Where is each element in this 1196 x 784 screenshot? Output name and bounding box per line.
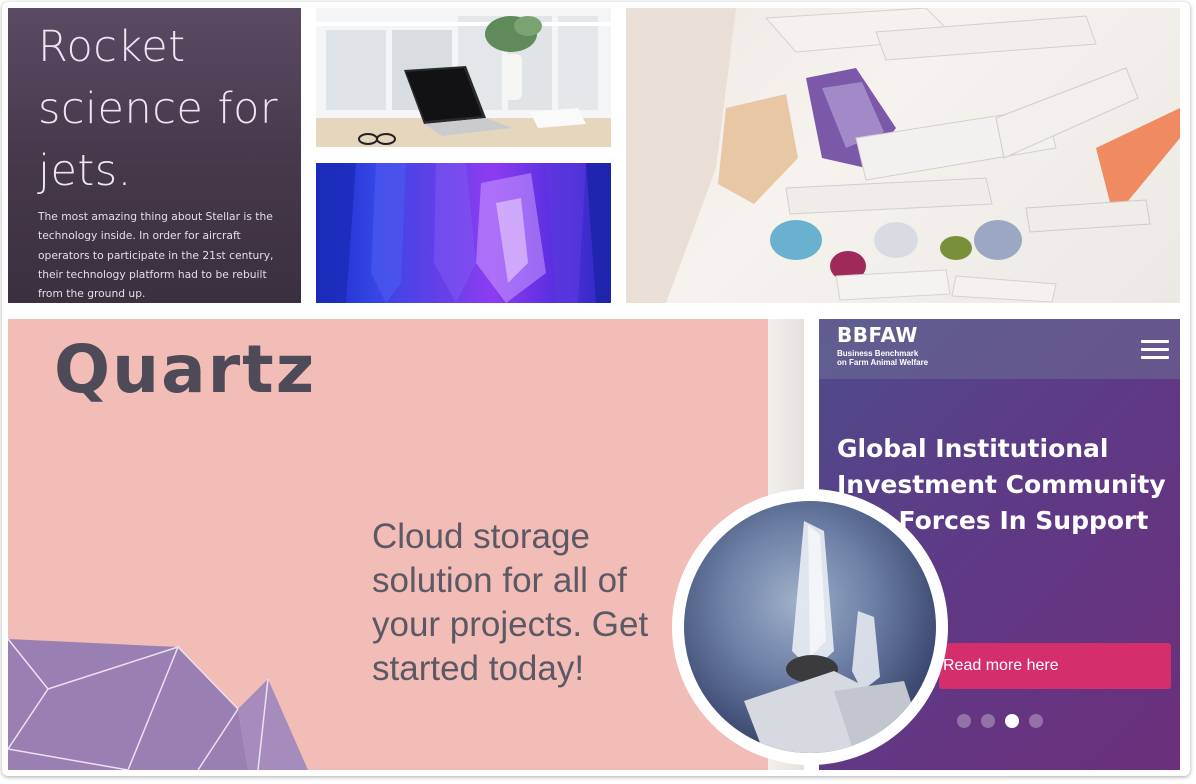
stellar-tile: Rocket science for jets. The most amazin…	[8, 8, 301, 303]
menu-icon[interactable]	[1141, 340, 1169, 360]
bbfaw-header: BBFAW Business Benchmark on Farm Animal …	[819, 319, 1180, 379]
carousel-dot[interactable]	[1005, 714, 1019, 728]
polygon-crystal-graphic	[8, 638, 308, 770]
carousel-dots	[957, 714, 1053, 733]
stellar-headline: Rocket science for jets.	[38, 22, 279, 196]
crystals-photo	[626, 8, 1180, 303]
stellar-body-text: The most amazing thing about Stellar is …	[38, 210, 274, 301]
bbfaw-tagline-line2: on Farm Animal Welfare	[837, 358, 929, 367]
quartz-logo: Quartz	[54, 331, 317, 408]
laptop-desk-photo	[316, 8, 611, 147]
carousel-dot[interactable]	[1029, 714, 1043, 728]
read-more-button[interactable]: Read more here	[939, 643, 1171, 689]
bbfaw-tagline-line1: Business Benchmark	[837, 349, 919, 358]
carousel-dot[interactable]	[981, 714, 995, 728]
quartz-tagline: Cloud storage solution for all of your p…	[372, 517, 649, 688]
carousel-dot[interactable]	[957, 714, 971, 728]
quartz-tile: Quartz Cloud storage solution for all of…	[8, 319, 804, 770]
bbfaw-logo[interactable]: BBFAW	[837, 323, 918, 347]
ice-cave-photo	[316, 163, 611, 303]
crystal-circle-photo	[672, 489, 948, 765]
